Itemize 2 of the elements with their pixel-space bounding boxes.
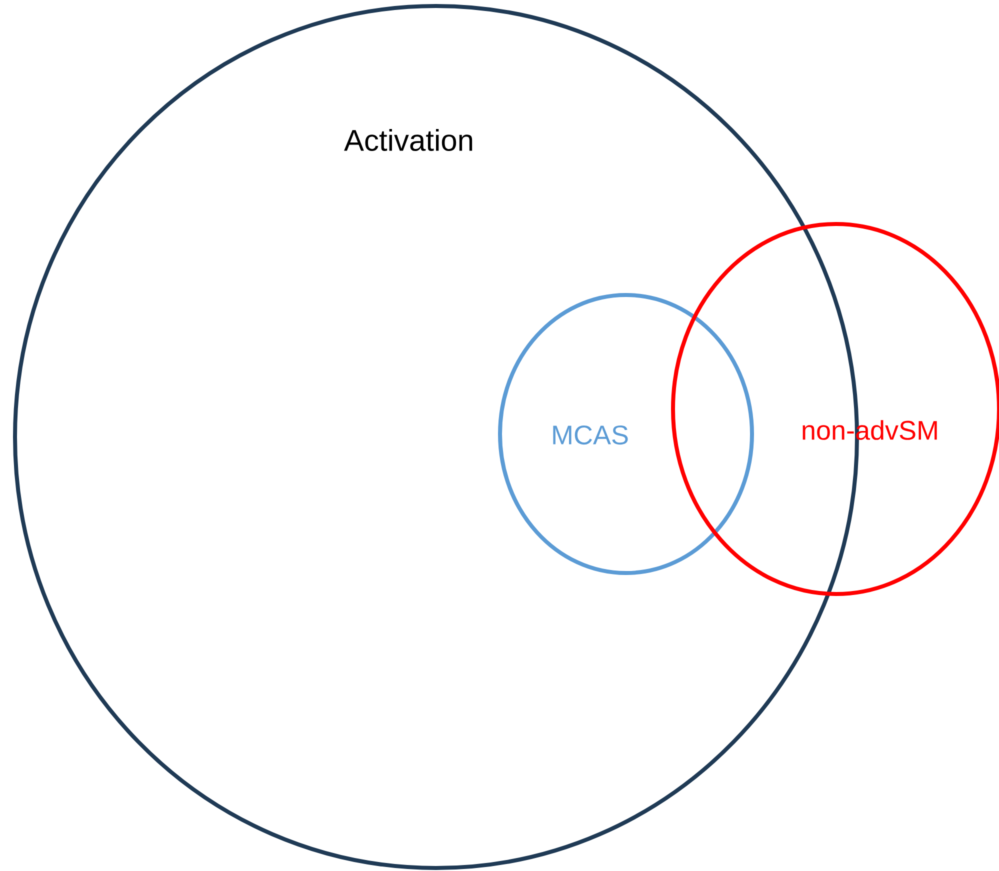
set-label: MCAS bbox=[553, 425, 628, 445]
set-label: Activation bbox=[344, 129, 472, 152]
